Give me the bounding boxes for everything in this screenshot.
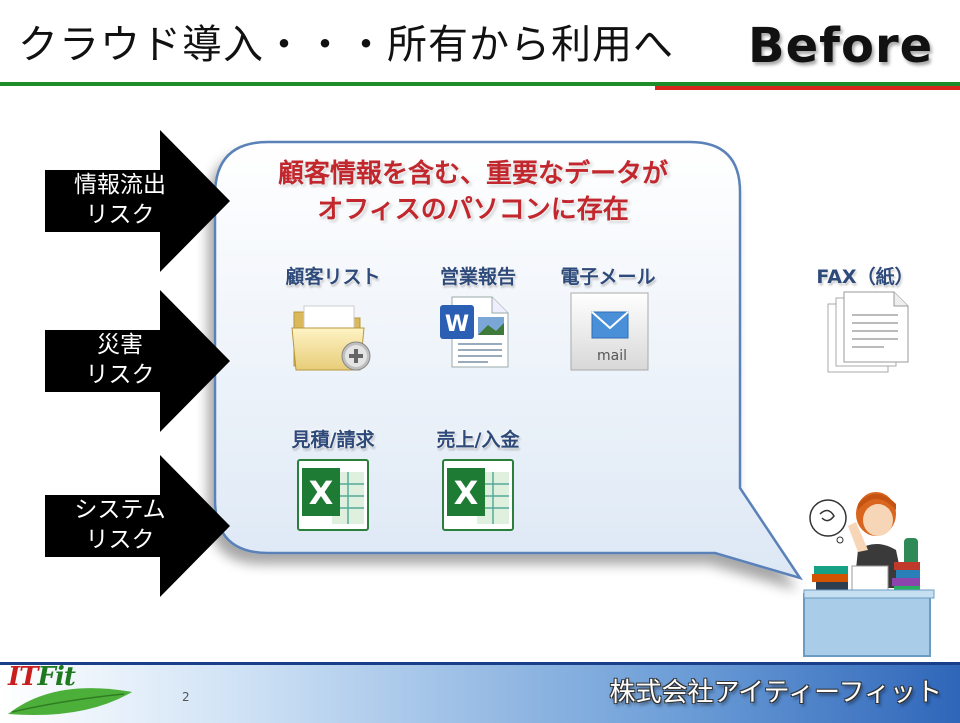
- header-rule-green-right: [760, 82, 960, 86]
- logo-it: IT: [8, 662, 38, 692]
- word-document-icon: W: [440, 296, 509, 368]
- company-name: 株式会社アイティーフィット: [609, 678, 942, 708]
- svg-text:X: X: [454, 474, 479, 512]
- excel-icon: X: [442, 459, 514, 531]
- risk-arrow-disaster: 災害 リスク: [45, 290, 235, 432]
- before-badge: Before: [748, 18, 934, 74]
- folder-icon: [291, 305, 371, 371]
- page-number: 2: [182, 690, 190, 704]
- office-worker-illustration: [803, 492, 935, 657]
- risk-arrow-info-leak: 情報流出 リスク: [45, 130, 235, 272]
- leaf-icon: [8, 688, 132, 716]
- risk-label-line2: リスク: [85, 202, 155, 228]
- risk-label-line2: リスク: [85, 527, 155, 553]
- risk-label-line1: 災害: [97, 332, 143, 358]
- header-rule-red: [655, 86, 960, 90]
- item-label-customer-list: 顧客リスト: [285, 266, 381, 288]
- bubble-headline-line1: 顧客情報を含む、重要なデータが: [277, 159, 668, 189]
- logo-fit: Fit: [37, 662, 76, 692]
- slide-title: クラウド導入・・・所有から利用へ: [18, 22, 674, 68]
- bubble-headline-line2: オフィスのパソコンに存在: [317, 195, 629, 225]
- excel-icon: X: [297, 459, 369, 531]
- item-label-sales-report: 営業報告: [439, 266, 516, 288]
- mail-icon: mail: [570, 292, 649, 371]
- item-label-estimate-invoice: 見積/請求: [291, 429, 375, 451]
- risk-label-line1: 情報流出: [74, 172, 166, 198]
- company-logo: ITFit: [8, 662, 76, 692]
- item-label-sales-payment: 売上/入金: [436, 429, 520, 451]
- risk-label-line1: システム: [74, 497, 166, 523]
- footer-bar: [0, 662, 960, 723]
- risk-label-line2: リスク: [85, 362, 155, 388]
- svg-text:W: W: [445, 312, 469, 337]
- fax-label: FAX（紙）: [816, 266, 914, 288]
- risk-arrow-system: システム リスク: [45, 455, 235, 597]
- paper-stack-icon: [827, 291, 909, 373]
- item-label-email: 電子メール: [560, 266, 656, 288]
- svg-text:X: X: [309, 474, 334, 512]
- header-rule-green: [0, 82, 760, 86]
- mail-icon-text: mail: [597, 348, 627, 364]
